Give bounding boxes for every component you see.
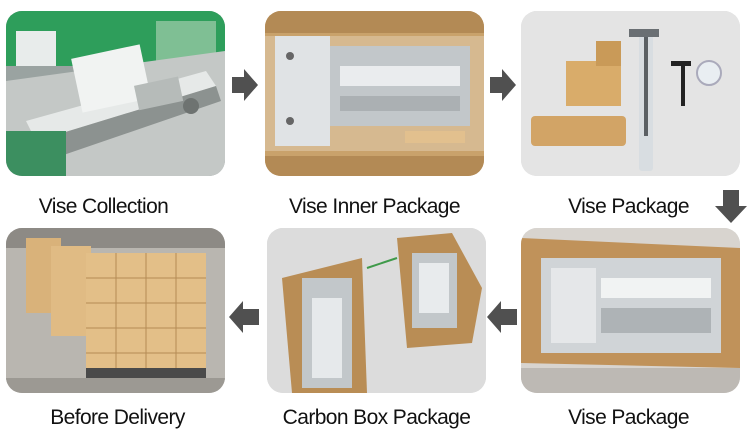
carbon-box-package-photo [267,228,486,393]
vise-package-box-image [521,228,740,393]
carbon-box-package-image [267,228,486,393]
vise-inner-package-caption: Vise Inner Package [289,195,461,218]
carbon-box-package-caption: Carbon Box Package [282,406,471,429]
vise-inner-package-image [265,11,484,176]
vise-collection-photo [6,11,225,176]
vise-package-caption-top: Vise Package [568,195,689,218]
vise-inner-package-photo [265,11,484,176]
before-delivery-caption: Before Delivery [50,406,185,429]
vise-package-accessories-photo [521,11,740,176]
before-delivery-photo [6,228,225,393]
vise-collection-caption: Vise Collection [38,195,169,218]
vise-package-box-photo [521,228,740,393]
arrow-right-icon [232,69,258,101]
arrow-right-icon [490,69,516,101]
arrow-down-icon [715,190,747,223]
arrow-left-icon [487,301,517,333]
vise-package-accessories-image [521,11,740,176]
vise-collection-image [6,11,225,176]
arrow-left-icon [229,301,259,333]
before-delivery-image [6,228,225,393]
vise-package-caption-bottom: Vise Package [568,406,689,429]
